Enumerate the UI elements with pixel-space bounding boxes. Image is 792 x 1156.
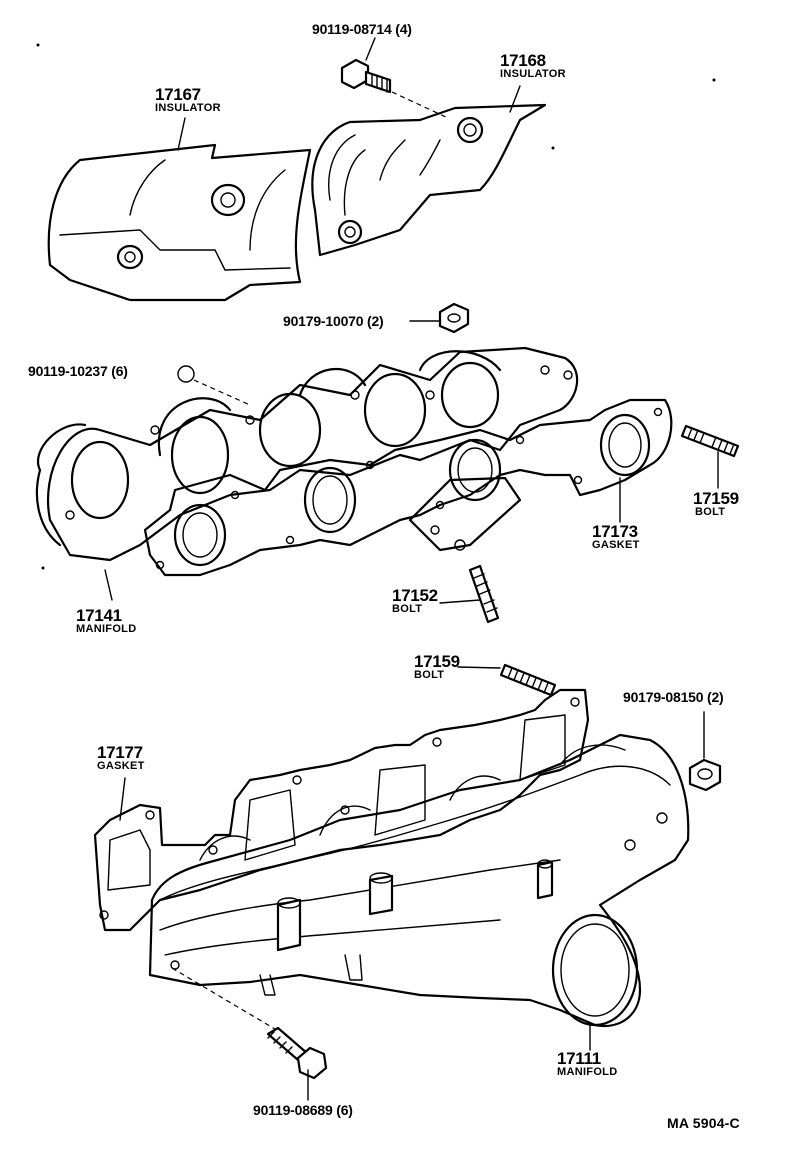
part-name: GASKET [97, 760, 145, 772]
label-nut-90179-10070: 90179-10070 (2) [283, 313, 384, 329]
label-bolt-90119-08689: 90119-08689 (6) [253, 1102, 353, 1118]
part-number: 17141 [76, 606, 122, 625]
part-name: BOLT [414, 669, 445, 681]
manifold-17111-illustration [148, 733, 690, 1051]
label-bolt-17159-lower: 17159 BOLT [414, 653, 460, 681]
stud-17159-lower-illustration [457, 663, 557, 697]
part-number: 17168 [500, 51, 546, 70]
nut-90179-08150-illustration [688, 711, 722, 792]
stud-17152-illustration [439, 564, 500, 624]
label-washer-90119-10237: 90119-10237 (6) [28, 363, 128, 379]
part-name: BOLT [392, 603, 423, 615]
nut-90179-10070-illustration [409, 302, 470, 334]
label-manifold-17141: 17141 MANIFOLD [76, 607, 136, 635]
part-name: MANIFOLD [76, 623, 137, 635]
part-number: 17159 [414, 652, 460, 671]
label-bolt-17152: 17152 BOLT [392, 587, 438, 615]
figure-reference: MA 5904-C [667, 1115, 740, 1131]
part-name: GASKET [592, 539, 640, 551]
label-bolt-90119-08714: 90119-08714 (4) [312, 21, 412, 37]
part-name: BOLT [695, 506, 726, 518]
part-name: INSULATOR [155, 102, 221, 114]
label-bolt-17159-upper: 17159 BOLT [693, 490, 739, 518]
part-number: 17173 [592, 522, 638, 541]
bolt-90119-08714-illustration [340, 37, 449, 119]
insulator-17168-illustration [311, 85, 547, 257]
part-number: 17167 [155, 85, 201, 104]
part-name: INSULATOR [500, 68, 566, 80]
bolt-90119-08689-illustration [266, 1026, 328, 1101]
label-nut-90179-08150: 90179-08150 (2) [623, 689, 724, 705]
label-gasket-17177: 17177 GASKET [97, 744, 145, 772]
manifold-17141-illustration [35, 346, 579, 601]
label-gasket-17173: 17173 GASKET [592, 523, 640, 551]
part-number: 17111 [557, 1049, 601, 1068]
gasket-17173-illustration [143, 398, 673, 577]
label-manifold-17111: 17111 MANIFOLD [557, 1050, 617, 1078]
washer-marker [177, 365, 251, 406]
part-number: 17177 [97, 743, 143, 762]
label-insulator-17167: 17167 INSULATOR [155, 86, 221, 114]
label-insulator-17168: 17168 INSULATOR [500, 52, 566, 80]
part-number: 17152 [392, 586, 438, 605]
stud-17159-upper-illustration [680, 424, 740, 489]
part-number: 17159 [693, 489, 739, 508]
part-name: MANIFOLD [557, 1066, 618, 1078]
insulator-17167-illustration [47, 117, 312, 302]
